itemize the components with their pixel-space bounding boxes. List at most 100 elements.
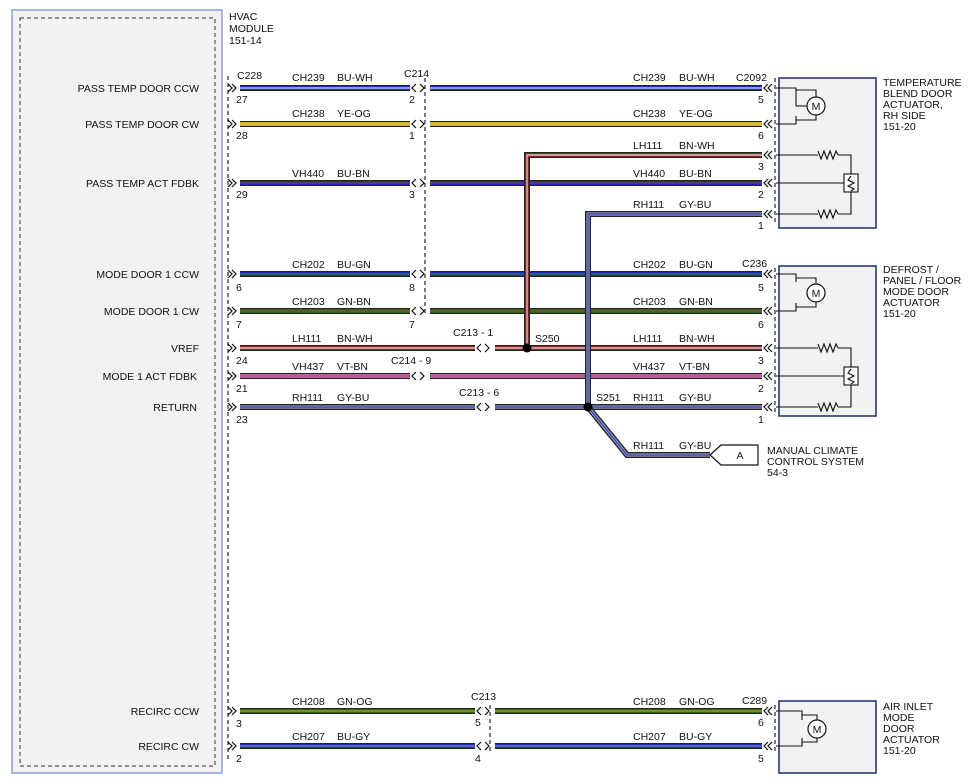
pin-number: 6 xyxy=(758,130,764,142)
connector-terminal xyxy=(763,706,773,716)
hvac-module-label-line2: MODULE xyxy=(229,23,274,35)
circuit-id: LH111 xyxy=(633,333,663,345)
reference-label: 54-3 xyxy=(767,467,788,479)
signal-label: PASS TEMP DOOR CW xyxy=(85,119,199,131)
motor-symbol: M xyxy=(812,101,821,113)
circuit-id: RH111 xyxy=(633,199,664,211)
device-label: PANEL / FLOOR xyxy=(883,275,962,287)
connector-terminal xyxy=(227,706,237,716)
circuit-id: LH111 xyxy=(292,333,322,345)
connector-c213-6-label: C213 - 6 xyxy=(459,387,499,399)
circuit-color: YE-OG xyxy=(337,108,371,120)
pin-number: 5 xyxy=(758,753,764,765)
wire-stripe xyxy=(526,154,762,348)
connector-terminal xyxy=(476,402,490,412)
circuit-color: BU-BN xyxy=(337,168,370,180)
signal-label: RECIRC CCW xyxy=(131,706,199,718)
pin-number: 2 xyxy=(758,189,764,201)
pin-number: 7 xyxy=(409,319,415,331)
connector-terminal xyxy=(227,119,237,129)
circuit-color: BN-WH xyxy=(679,140,715,152)
connector-terminal xyxy=(411,83,425,93)
pin-number: 4 xyxy=(475,753,481,765)
hvac-pin-numbers: 27 28 29 6 7 24 21 23 3 2 xyxy=(236,94,248,765)
offpage-connector-tag xyxy=(709,444,759,466)
circuit-color: VT-BN xyxy=(679,361,710,373)
hvac-module-box xyxy=(11,9,223,774)
signal-labels: PASS TEMP DOOR CCW PASS TEMP DOOR CW PAS… xyxy=(78,83,199,753)
device-label: 151-20 xyxy=(883,308,916,320)
circuit-id: RH111 xyxy=(633,440,664,452)
signal-label: RETURN xyxy=(153,402,197,414)
device-label: DEFROST / xyxy=(883,264,939,276)
circuit-color: BU-WH xyxy=(679,72,715,84)
splice-s251-dot xyxy=(583,402,593,412)
circuit-color: BU-GY xyxy=(679,731,712,743)
pin-number: 1 xyxy=(758,414,764,426)
circuit-color: GN-BN xyxy=(679,296,713,308)
signal-label: PASS TEMP DOOR CCW xyxy=(78,83,199,95)
pin-number: 3 xyxy=(236,718,242,730)
circuit-id: LH111 xyxy=(633,140,663,152)
pin-number: 5 xyxy=(475,717,481,729)
circuit-color: BU-WH xyxy=(337,72,373,84)
pin-number: 28 xyxy=(236,130,248,142)
circuit-color: BU-GY xyxy=(337,731,370,743)
signal-label: RECIRC CW xyxy=(138,741,199,753)
resistor-icon xyxy=(817,342,839,354)
connector-terminal xyxy=(227,741,237,751)
signal-label: MODE DOOR 1 CCW xyxy=(96,269,199,281)
connector-terminal xyxy=(227,306,237,316)
circuit-color: BU-GN xyxy=(337,259,371,271)
circuit-color: GY-BU xyxy=(679,440,711,452)
motor-symbol: M xyxy=(813,724,822,736)
circuit-id: RH111 xyxy=(633,392,664,404)
connector-terminal xyxy=(763,343,773,353)
circuit-id: CH203 xyxy=(633,296,666,308)
connector-symbols xyxy=(227,78,776,752)
circuit-color: BN-WH xyxy=(337,333,373,345)
pin-number: 29 xyxy=(236,189,248,201)
circuit-id: VH437 xyxy=(292,361,324,373)
circuit-color: GY-BU xyxy=(679,199,711,211)
signal-label: PASS TEMP ACT FDBK xyxy=(86,178,199,190)
pin-number: 5 xyxy=(758,94,764,106)
device-label: TEMPERATURE xyxy=(883,77,962,89)
resistor-icon xyxy=(817,401,839,413)
connector-terminal xyxy=(763,209,773,219)
device-label: ACTUATOR xyxy=(883,297,940,309)
device-label: ACTUATOR xyxy=(883,734,940,746)
potentiometer-icon xyxy=(843,366,859,386)
circuit-id: CH207 xyxy=(292,731,325,743)
connector-labels: C214 2 1 3 8 7 C214 - 9 C213 - 1 C213 - … xyxy=(391,68,767,765)
device-label: MODE DOOR xyxy=(883,286,949,298)
circuit-color: BN-WH xyxy=(679,333,715,345)
pin-number: 6 xyxy=(236,282,242,294)
pin-number: 6 xyxy=(758,717,764,729)
connector-terminal xyxy=(763,402,773,412)
mode-door-actuator: M DEFROST / PANEL / FLOOR MODE DOOR ACTU… xyxy=(776,264,962,417)
circuit-color: VT-BN xyxy=(337,361,368,373)
pin-number: 3 xyxy=(758,161,764,173)
device-label: RH SIDE xyxy=(883,110,926,122)
hvac-module-label-line1: HVAC xyxy=(229,11,258,23)
circuit-id: CH238 xyxy=(292,108,325,120)
device-label: AIR INLET xyxy=(883,701,934,713)
connector-terminal xyxy=(763,269,773,279)
connector-terminal xyxy=(763,119,773,129)
connector-terminal xyxy=(476,343,490,353)
circuit-id: CH207 xyxy=(633,731,666,743)
pin-number: 6 xyxy=(758,319,764,331)
circuit-id: CH208 xyxy=(633,696,666,708)
pin-number: 24 xyxy=(236,355,248,367)
pin-number: 3 xyxy=(409,189,415,201)
pin-number: 1 xyxy=(409,130,415,142)
connector-terminal xyxy=(411,119,425,129)
connector-c236-label: C236 xyxy=(742,258,767,270)
circuit-id: CH238 xyxy=(633,108,666,120)
connector-terminal xyxy=(227,371,237,381)
circuit-id: VH440 xyxy=(633,168,665,180)
temp-blend-actuator: M TEMPERATURE BLEND DOOR ACTUATOR, RH SI… xyxy=(776,77,962,229)
wires xyxy=(240,85,762,749)
